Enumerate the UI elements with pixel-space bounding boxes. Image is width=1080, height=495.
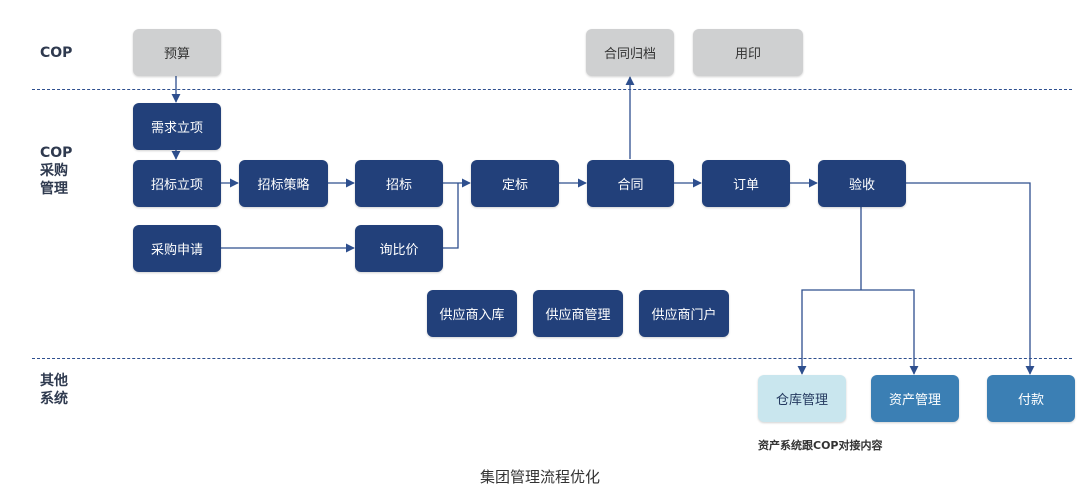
- lane-label-line: 系统: [40, 391, 68, 407]
- supplier-onboarding-node: 供应商入库: [427, 290, 517, 337]
- seal-node: 用印: [693, 29, 803, 76]
- arrow-acceptance-to-payment: [906, 182, 1035, 375]
- contract-node: 合同: [587, 160, 674, 207]
- assets-integration-note: 资产系统跟COP对接内容: [758, 439, 883, 452]
- warehouse-node: 仓库管理: [758, 375, 846, 422]
- lane-label-line: 其他: [40, 373, 68, 389]
- award-node: 定标: [471, 160, 559, 207]
- payment-node: 付款: [987, 375, 1075, 422]
- budget-node: 预算: [133, 29, 221, 76]
- lane-label-cop: COP: [40, 45, 73, 61]
- supplier-management-node: 供应商管理: [533, 290, 623, 337]
- contract-archive-node: 合同归档: [586, 29, 674, 76]
- order-node: 订单: [702, 160, 790, 207]
- diagram-caption: 集团管理流程优化: [479, 468, 600, 486]
- lane-label-other-systems: 其他 系统: [40, 372, 80, 408]
- inquiry-node: 询比价: [355, 225, 443, 272]
- purchase-request-node: 采购申请: [133, 225, 221, 272]
- tender-strategy-node: 招标策略: [239, 160, 328, 207]
- lane-label-line: 采购: [40, 163, 68, 179]
- lane-label-cop-procurement: COP 采购 管理: [40, 144, 80, 198]
- assets-node: 资产管理: [871, 375, 959, 422]
- requirement-approval-node: 需求立项: [133, 103, 221, 150]
- connector-inquiry-to-award: [443, 183, 459, 249]
- arrow-acceptance-to-warehouse: [797, 289, 861, 375]
- arrow-acceptance-to-assets: [861, 289, 919, 375]
- lane-divider-bottom: [32, 358, 1072, 359]
- acceptance-node: 验收: [818, 160, 906, 207]
- tender-approval-node: 招标立项: [133, 160, 221, 207]
- lane-label-line: COP: [40, 145, 73, 161]
- supplier-portal-node: 供应商门户: [639, 290, 729, 337]
- lane-label-line: 管理: [40, 181, 68, 197]
- lane-divider-top: [32, 89, 1072, 90]
- tender-node: 招标: [355, 160, 443, 207]
